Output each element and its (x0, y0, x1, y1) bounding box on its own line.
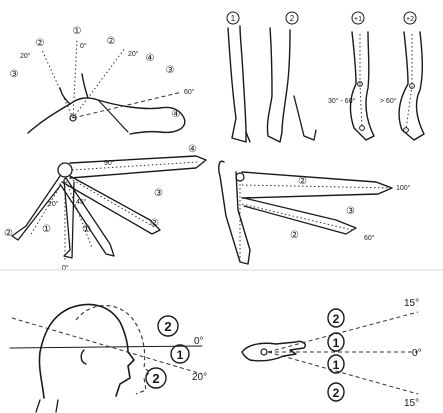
marker-1: ① (73, 26, 82, 37)
head-tilt-panel: 2 1 2 0° 20° (10, 304, 207, 412)
angle-30-60-label: 30° - 60° (328, 97, 356, 105)
marker-4-upper: ④ (146, 53, 155, 64)
marker-3-right: ③ (166, 65, 175, 76)
arm-marker-4: ④ (188, 144, 197, 155)
arm-marker-3: ③ (154, 188, 163, 199)
hand-marker-2-bottom: 2 (333, 386, 340, 400)
reach-arm-lower (244, 198, 356, 234)
hand-marker-1-bottom: 1 (333, 358, 340, 372)
arm-marker-1-left: ① (42, 224, 51, 235)
marker-4-lower: ④ (172, 109, 181, 120)
head-marker-2-bottom: 2 (152, 371, 159, 386)
hand-marker-1-bottom-group: 1 (328, 355, 344, 373)
marker-2-left: ② (36, 38, 45, 49)
angle-gt-60-label: > 60° (380, 97, 397, 105)
angle-0-label: 0° (62, 264, 69, 272)
leg-4-axis-lower (406, 86, 412, 130)
reach-shoulder (236, 173, 244, 181)
arm-marker-2-right: ② (150, 218, 159, 229)
angle-20-left-label: 20° (20, 52, 31, 60)
legs-marker-1: 1 (231, 14, 236, 23)
angle-0-head-label: 0° (194, 336, 204, 347)
arm-marker-1-right: ① (82, 224, 91, 235)
hand-marker-1-top: 1 (333, 336, 340, 350)
hand-marker-2-bottom-group: 2 (328, 383, 344, 401)
hand-rotate-panel: 2 1 1 2 15° 0° 15° (242, 298, 422, 409)
arm-horizontal (70, 156, 206, 178)
arm-flex-panel: ④ ③ ② ① ① ② 20° 45° 90° 0° (4, 144, 206, 272)
hand-marker-2-top-group: 2 (328, 309, 344, 327)
legs-panel: 1 2 +1 +2 30° - 60° > 60° (227, 12, 424, 142)
legs-marker-2: 2 (290, 14, 295, 23)
reach-axis-100 (242, 185, 392, 188)
angle-90-label: 90° (104, 159, 115, 167)
reach-marker-2-upper: ② (298, 176, 307, 187)
reach-marker-3: ③ (346, 206, 355, 217)
angle-100-label: 100° (396, 184, 411, 192)
angle-15-up-label: 15° (404, 298, 419, 309)
shoulder-joint (58, 163, 72, 177)
angle-20-head-label: 20° (192, 372, 207, 383)
arm-marker-2-left: ② (4, 228, 13, 239)
angle-60-reach-label: 60° (364, 234, 375, 242)
reach-marker-2-lower: ② (290, 230, 299, 241)
head-tilted (76, 306, 150, 395)
angle-ray-left-20 (42, 50, 73, 118)
ear (81, 350, 86, 364)
neck-lines (36, 400, 58, 412)
legs-marker-plus2: +2 (406, 16, 414, 23)
torso-body (219, 161, 250, 264)
reach-axis-60 (242, 204, 352, 230)
neck-panel: ① ② ② ③ ③ ④ ④ 0° 20° 20° 60° (10, 26, 195, 134)
leg-3-axis-lower (360, 84, 362, 128)
legs-marker-plus1: +1 (354, 16, 362, 23)
angle-0-label: 0° (80, 42, 87, 50)
arm-reach-panel: ② ③ ② 100° 60° (219, 161, 411, 264)
angle-20-label: 20° (48, 200, 59, 208)
arm-down-left (12, 176, 60, 240)
arm-20 (60, 178, 114, 256)
hand-marker-2-top: 2 (333, 312, 340, 326)
marker-3-left: ③ (10, 69, 19, 80)
angle-ray-0 (73, 40, 77, 118)
hand-marker-1-top-group: 1 (328, 333, 344, 351)
angle-20-right-label: 20° (128, 50, 139, 58)
leg-1 (228, 26, 246, 142)
leg-2-foot (294, 96, 316, 140)
wrist-pivot (261, 349, 267, 355)
angle-60-label: 60° (184, 88, 195, 96)
angle-15-down-label: 15° (404, 398, 419, 409)
head-marker-1: 1 (177, 348, 184, 362)
leg-3 (350, 32, 374, 140)
angle-45-label: 45° (76, 198, 87, 206)
head-marker-2-top: 2 (164, 319, 171, 334)
torso-outline (28, 98, 185, 134)
angle-0-hand-label: 0° (412, 348, 422, 359)
marker-2-right: ② (107, 36, 116, 47)
arm-outline (98, 100, 128, 132)
leg-2 (267, 28, 290, 142)
reach-arm-horizontal (242, 172, 392, 198)
head-profile (39, 304, 134, 398)
angle-ray-60 (73, 92, 182, 118)
